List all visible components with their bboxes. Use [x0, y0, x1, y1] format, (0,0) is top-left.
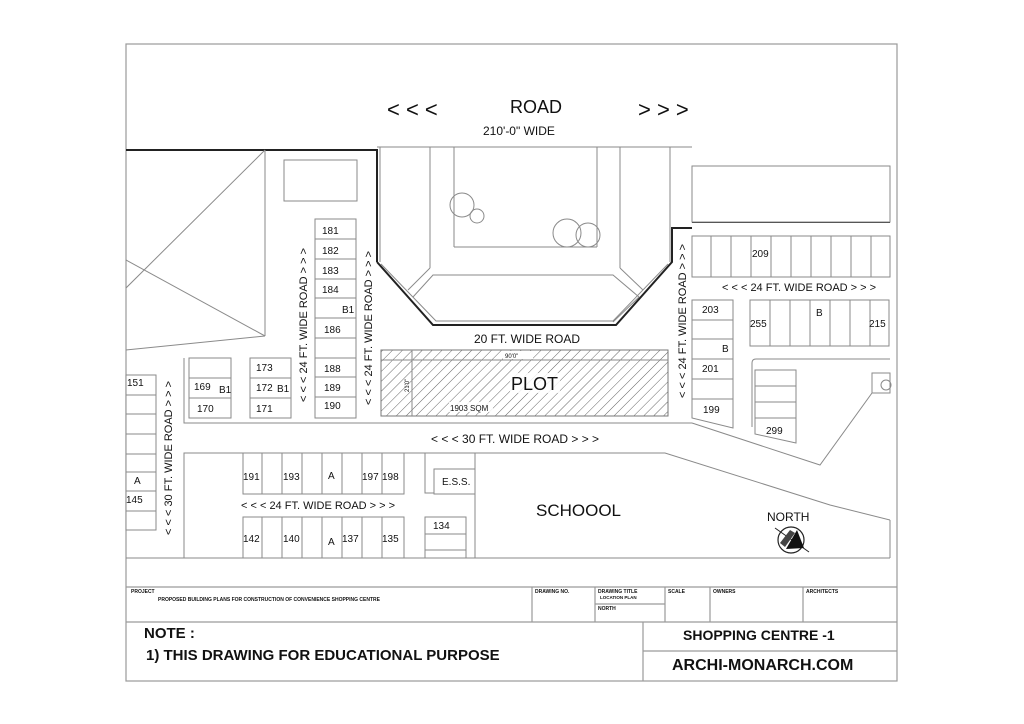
lot-188: 188 [324, 364, 341, 375]
road-24ft-horizontal-right: < < < 24 FT. WIDE ROAD > > > [722, 282, 876, 294]
svg-text:> > >: > > > [638, 97, 689, 122]
lot-209: 209 [752, 249, 769, 260]
lot-198: 198 [382, 472, 399, 483]
lot-197: 197 [362, 472, 379, 483]
sheet-name: SHOPPING CENTRE -1 [683, 627, 835, 643]
lot-199: 199 [703, 405, 720, 416]
svg-text:< < <: < < < [387, 97, 438, 122]
lot-173: 173 [256, 363, 273, 374]
tree-icon [449, 192, 475, 218]
lot-block-169-170: 169 B1 170 [188, 357, 232, 419]
lot-169: 169 [194, 382, 211, 393]
project-label: PROJECT [131, 589, 155, 595]
lot-b: B [722, 344, 729, 355]
lot-140: 140 [283, 534, 300, 545]
lot-column-181-190: 181 182 183 184 B1 186 188 189 190 [314, 218, 357, 419]
plot-area: 90'0" 21'0" PLOT 1903 SQM [380, 349, 669, 417]
central-park [376, 147, 692, 326]
plot-label: PLOT [511, 374, 558, 394]
road-24ft-vertical-right: < < < 24 FT. WIDE ROAD > > > [677, 244, 689, 398]
lot-a: A [134, 476, 141, 487]
right-lower-parcel: 299 [691, 358, 892, 466]
lot-b1: B1 [277, 384, 290, 395]
lot-145: 145 [126, 495, 143, 506]
road-20ft-label: 20 FT. WIDE ROAD [474, 332, 580, 346]
lot-b1: B1 [342, 305, 355, 316]
lot-135: 135 [382, 534, 399, 545]
drawing-title-label: DRAWING TITLE [598, 589, 638, 595]
lot-column-199-203: 203 B 201 199 [691, 299, 734, 429]
road-30ft-edge-top [183, 358, 692, 424]
lot-b: B [816, 308, 823, 319]
lot-255: 255 [750, 319, 767, 330]
note-line: 1) THIS DRAWING FOR EDUCATIONAL PURPOSE [146, 647, 500, 664]
road-24ft-vertical-left-a: < < < 24 FT. WIDE ROAD > > > [298, 248, 310, 402]
lot-134: 134 [433, 521, 450, 532]
project-value: PROPOSED BUILDING PLANS FOR CONSTRUCTION… [158, 597, 381, 603]
lot-299: 299 [766, 426, 783, 437]
drawing-no-label: DRAWING NO. [535, 589, 570, 595]
drawing-title-value: LOCATION PLAN [600, 595, 637, 600]
owners-label: OWNERS [713, 589, 736, 595]
lot-134-block: 134 [424, 516, 467, 559]
lot-142: 142 [243, 534, 260, 545]
svg-text:ROAD: ROAD [510, 97, 562, 117]
lot-170: 170 [197, 404, 214, 415]
left-parcel [125, 149, 358, 351]
road-30ft-vertical: < < < 30 FT. WIDE ROAD > > > [163, 381, 175, 535]
lot-137: 137 [342, 534, 359, 545]
note-heading: NOTE : [144, 625, 195, 642]
lot-184: 184 [322, 285, 339, 296]
right-top-parcel [691, 165, 891, 223]
lot-column-145-151: 151 A 145 [125, 374, 157, 531]
lot-191: 191 [243, 472, 260, 483]
lot-201: 201 [702, 364, 719, 375]
plot-dim-side: 21'0" [405, 379, 411, 392]
plot-area-label: 1903 SQM [450, 404, 489, 413]
road-edge-left [126, 149, 378, 262]
road-24ft-bottom: < < < 24 FT. WIDE ROAD > > > [241, 500, 395, 512]
lot-a: A [328, 471, 335, 482]
website-label: ARCHI-MONARCH.COM [672, 657, 853, 674]
scale-label: SCALE [668, 589, 686, 595]
road-30ft-horizontal: < < < 30 FT. WIDE ROAD > > > [431, 432, 599, 446]
lot-189: 189 [324, 383, 341, 394]
road-30ft-edge-bottom [183, 452, 891, 558]
ess-block: E.S.S. [424, 453, 476, 558]
lot-182: 182 [322, 246, 339, 257]
drawing-title-sub: NORTH [598, 606, 616, 612]
lot-block-171-173: 173 172 B1 171 [249, 357, 292, 419]
north-label: NORTH [767, 510, 809, 524]
lot-151: 151 [127, 378, 144, 389]
tree-icon [469, 208, 485, 224]
tree-icon [552, 218, 582, 248]
lot-190: 190 [324, 401, 341, 412]
main-road-label: < < < ROAD 210'-0" WIDE > > > [387, 97, 689, 138]
lot-172: 172 [256, 383, 273, 394]
lot-183: 183 [322, 266, 339, 277]
svg-text:210'-0" WIDE: 210'-0" WIDE [483, 124, 555, 138]
lot-171: 171 [256, 404, 273, 415]
lot-b1: B1 [219, 385, 232, 396]
lot-a: A [328, 537, 335, 548]
lot-181: 181 [322, 226, 339, 237]
drawing-frame [125, 43, 898, 682]
lot-row-209: 209 [691, 235, 891, 278]
lot-215: 215 [869, 319, 886, 330]
architects-label: ARCHITECTS [806, 589, 839, 595]
north-arrow-icon [774, 526, 810, 554]
school-label: SCHOOOL [536, 501, 621, 520]
lot-row-135-142: 142 140 A 137 135 [242, 516, 405, 559]
plot-dim-top: 90'0" [505, 354, 518, 360]
title-block: PROJECT PROPOSED BUILDING PLANS FOR CONS… [126, 586, 897, 681]
tree-icon [575, 222, 601, 248]
lot-203: 203 [702, 305, 719, 316]
lot-row-191-198: 191 193 A 197 198 [242, 452, 405, 495]
lot-row-215-255: 255 B 215 [749, 299, 890, 347]
lot-186: 186 [324, 325, 341, 336]
ess-label: E.S.S. [442, 477, 470, 488]
road-24ft-vertical-left-b: < < < 24 FT. WIDE ROAD > > > [363, 251, 375, 405]
lot-193: 193 [283, 472, 300, 483]
